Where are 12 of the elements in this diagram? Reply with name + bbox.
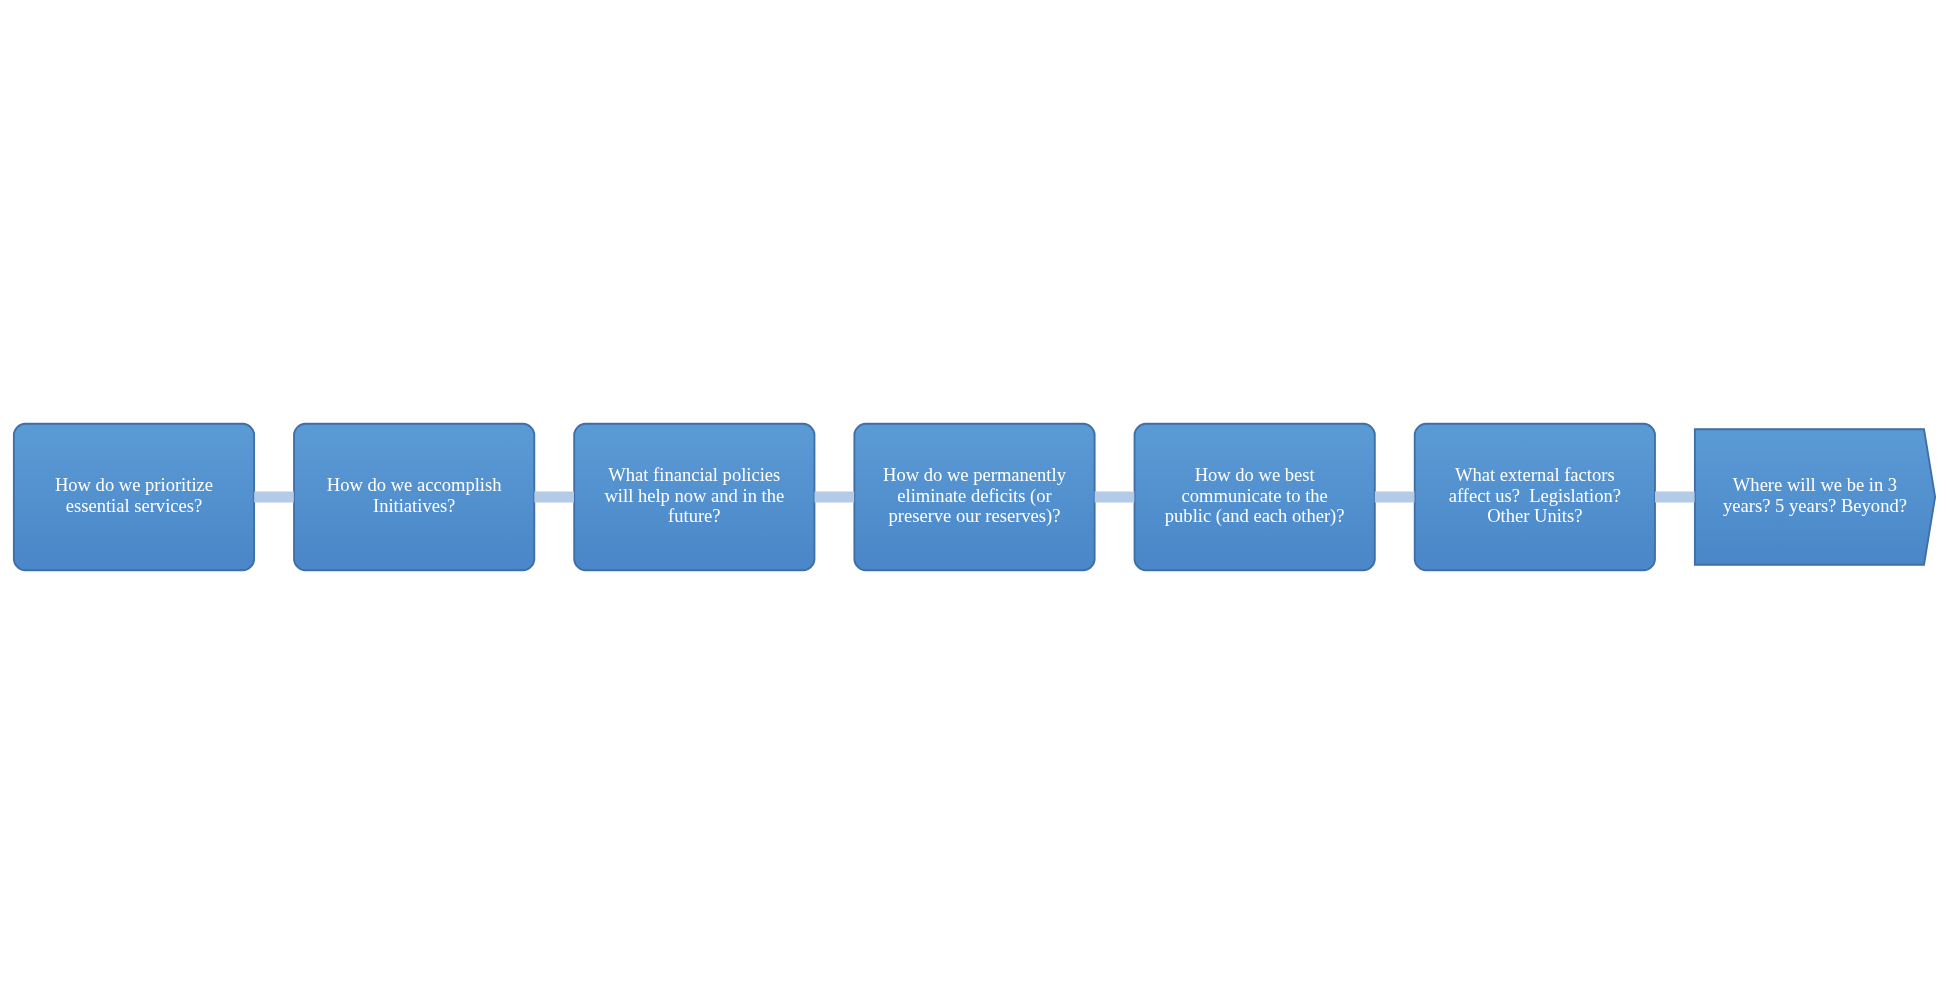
node-box: How do we prioritize essential services?: [12, 422, 256, 572]
connector: [1374, 491, 1415, 503]
node-box: How do we best communicate to the public (and each other)?: [1133, 422, 1376, 572]
connector: [1655, 491, 1695, 503]
connector: [814, 491, 855, 503]
node-box: How do we accomplish Initiatives?: [293, 422, 536, 572]
node-box: How do we permanently eliminate deficits (or preserve our reserves)?: [853, 422, 1096, 572]
node-box: What financial policies will help now and in the future?: [573, 422, 816, 572]
connector: [1094, 491, 1135, 503]
node-box: What external factors affect us? Legislation? Other Units?: [1413, 422, 1656, 572]
connector: [254, 491, 294, 503]
connector: [534, 491, 574, 503]
